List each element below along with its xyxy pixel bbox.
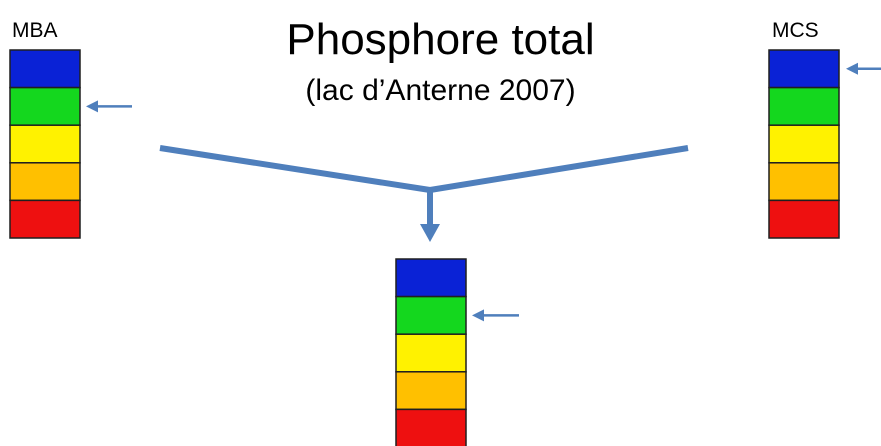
- scale-bottom-class-3: [395, 333, 467, 373]
- quality-scale-left: [9, 49, 81, 239]
- quality-scale-right: [768, 49, 840, 239]
- indicator-arrow-bottom: [472, 309, 519, 322]
- indicator-arrowhead: [846, 62, 858, 75]
- scale-right-class-3: [768, 124, 840, 164]
- diagram-title: Phosphore total: [286, 15, 595, 64]
- quality-scale-bottom: [395, 258, 467, 446]
- scale-right-class-1: [768, 49, 840, 89]
- scale-bottom-class-2: [395, 295, 467, 335]
- scale-right-class-2: [768, 86, 840, 126]
- scale-left-class-1: [9, 49, 81, 89]
- scale-label-mcs: MCS: [772, 19, 819, 42]
- indicator-arrow-right: [846, 62, 881, 75]
- merge-connector: [159, 145, 689, 242]
- scale-bottom-class-1: [395, 258, 467, 298]
- indicator-arrowhead: [86, 100, 98, 113]
- scale-bottom-class-5: [395, 408, 467, 446]
- scale-left-class-3: [9, 124, 81, 164]
- scale-left-class-2: [9, 86, 81, 126]
- merge-line-right: [429, 145, 689, 193]
- indicator-arrowhead: [472, 309, 484, 322]
- merge-line-left: [159, 145, 431, 193]
- indicator-arrow-left: [86, 100, 132, 113]
- scale-right-class-5: [768, 199, 840, 239]
- merge-arrowhead-down: [420, 224, 440, 242]
- diagram-subtitle: (lac d’Anterne 2007): [305, 74, 576, 107]
- scale-left-class-5: [9, 199, 81, 239]
- scale-bottom-class-4: [395, 371, 467, 411]
- scale-right-class-4: [768, 162, 840, 202]
- scale-left-class-4: [9, 162, 81, 202]
- scale-label-mba: MBA: [12, 19, 58, 42]
